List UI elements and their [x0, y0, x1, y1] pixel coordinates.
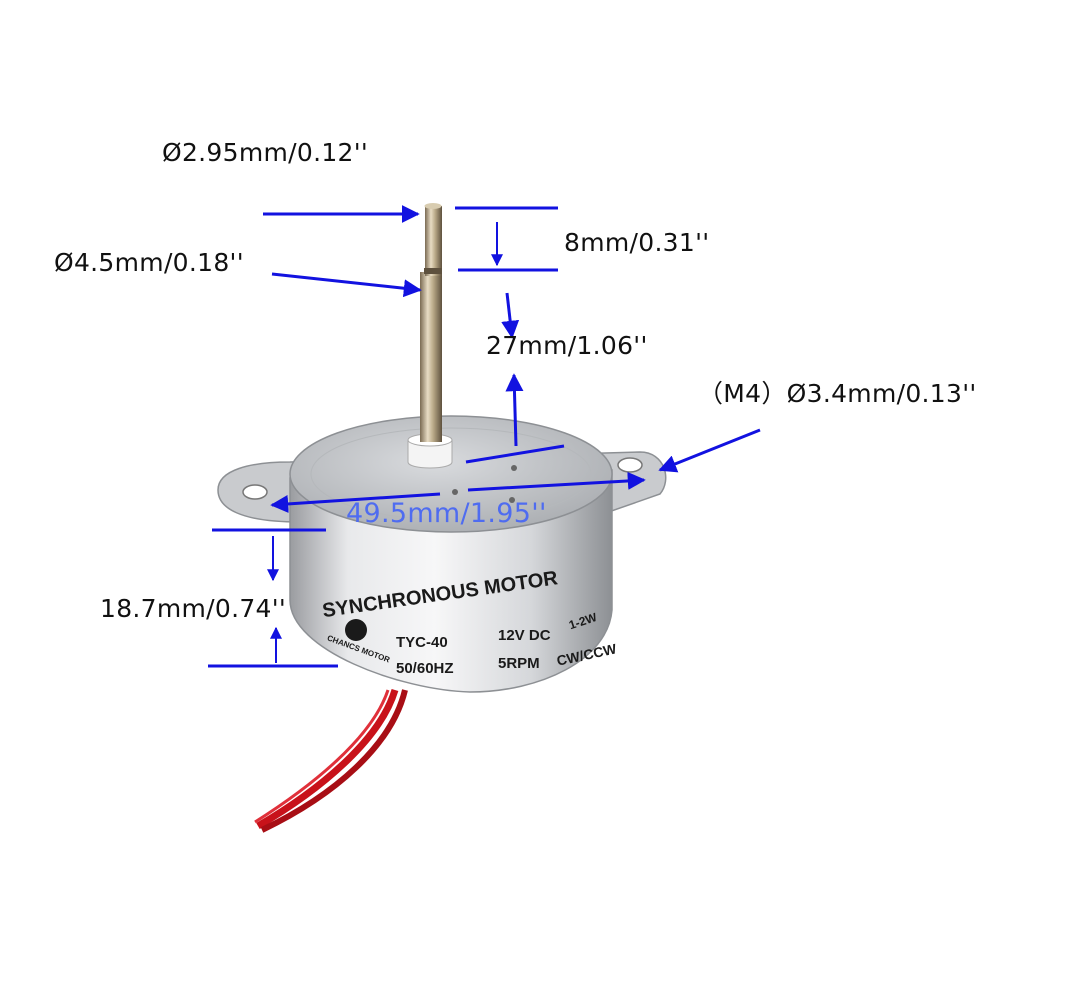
arrow-mount-width-right [467, 471, 646, 492]
motor-top-cap [289, 415, 613, 533]
mount-width-label: 49.5mm/1.95'' [346, 498, 547, 529]
motor-label-speed: 5RPM [498, 655, 540, 672]
body-height-label: 18.7mm/0.74'' [100, 594, 287, 623]
motor-label-model: TYC-40 [396, 634, 448, 651]
motor-shaft [407, 203, 453, 469]
flat-length-label: 8mm/0.31'' [564, 228, 710, 257]
hole-diameter-label: （M4）Ø3.4mm/0.13'' [698, 379, 977, 408]
arrow-shaft-length-top [501, 292, 520, 339]
mount-hole-right [617, 457, 643, 473]
brand-logo-icon [345, 619, 367, 641]
dimension-lines [208, 205, 761, 668]
motor-label-frequency: 50/60HZ [396, 660, 454, 677]
wire-bundle [254, 688, 408, 833]
arrow-shaft-diameter [271, 272, 422, 298]
shaft-diameter-label: Ø4.5mm/0.18'' [54, 248, 244, 277]
arrow-mount-width-left [270, 492, 441, 513]
mount-hole-left [242, 484, 268, 500]
ref-line-shaft-base [465, 444, 565, 464]
motor-label-voltage: 12V DC [498, 627, 551, 644]
arrow-shaft-length-bottom [505, 373, 524, 447]
shaft-length-label: 27mm/1.06'' [486, 331, 648, 360]
arrow-hole-diameter [658, 428, 761, 473]
motor-body [289, 415, 613, 693]
tip-diameter-label: Ø2.95mm/0.12'' [162, 138, 369, 167]
